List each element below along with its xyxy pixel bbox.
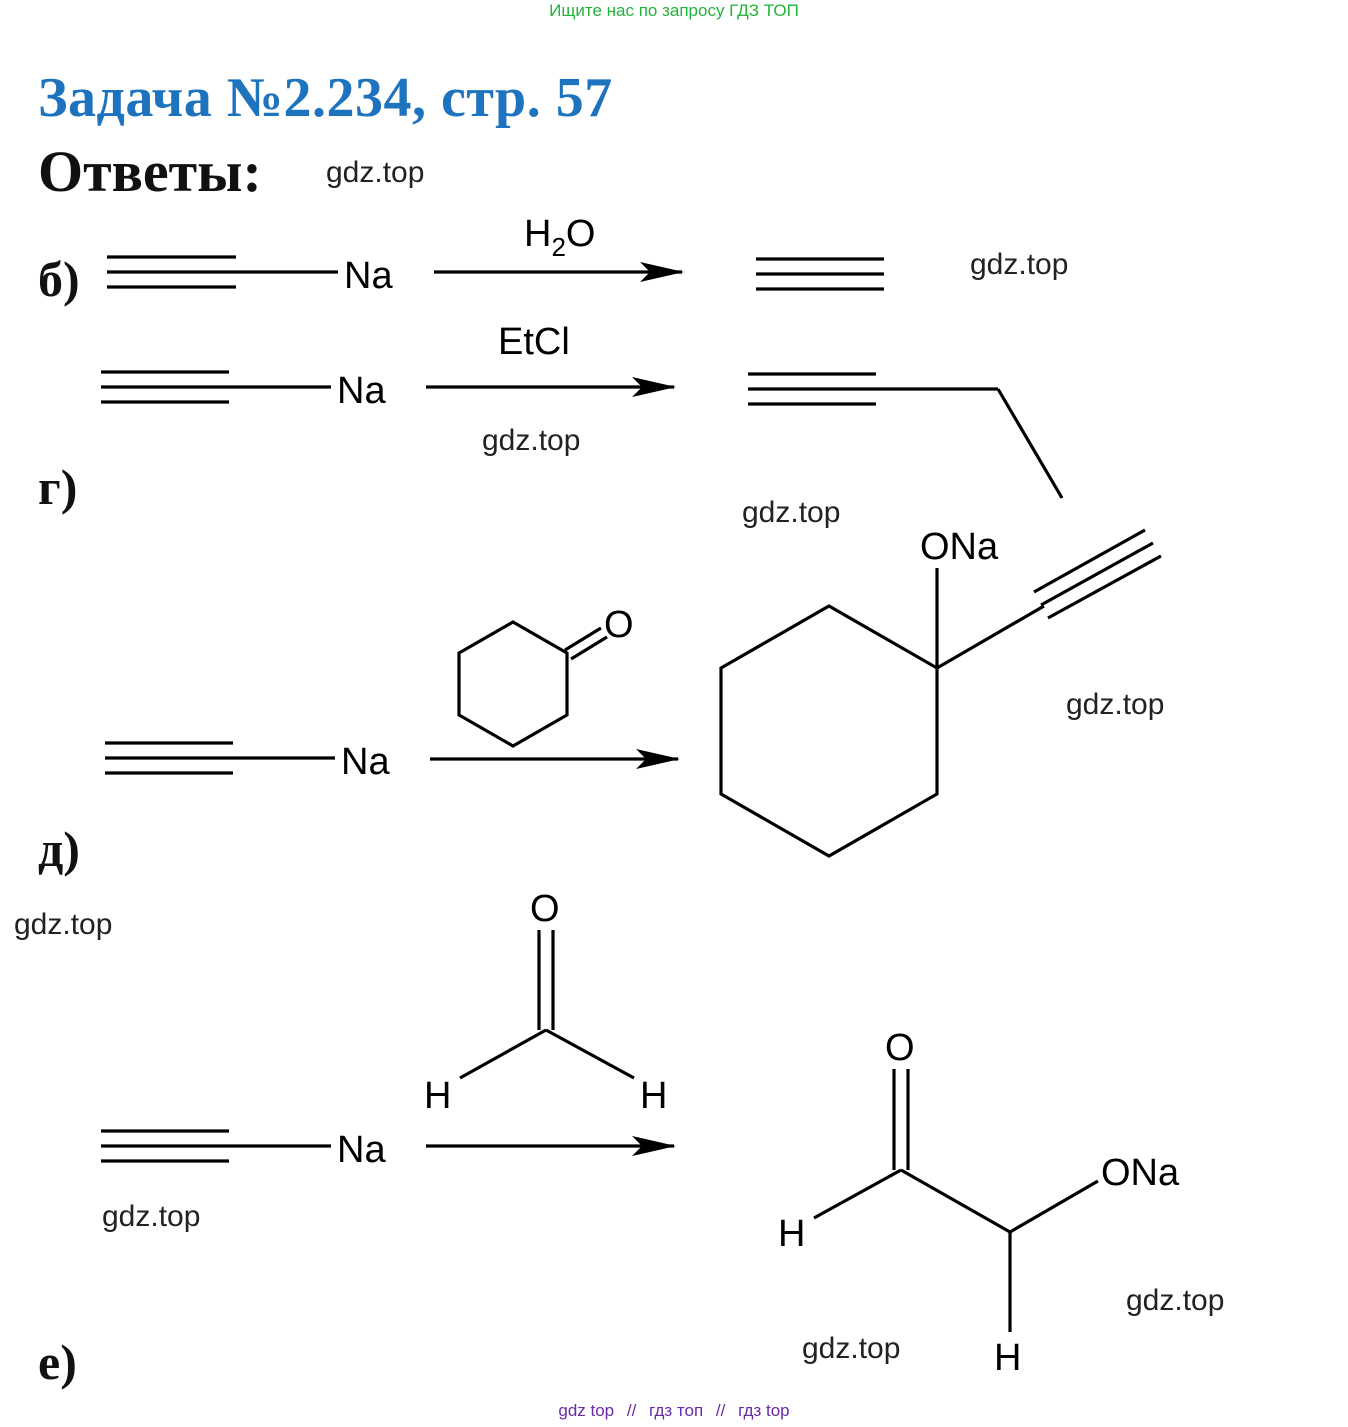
atom-label-o: O	[604, 604, 634, 646]
atom-label-o: O	[885, 1027, 915, 1069]
part-label-e: е)	[38, 1334, 77, 1390]
group-label-ona: ONa	[920, 526, 999, 568]
part-label-d: д)	[38, 821, 80, 877]
watermark: gdz.top	[742, 496, 841, 529]
footer-link[interactable]: гдз top	[738, 1401, 790, 1420]
page-title: Задача №2.234, стр. 57	[38, 67, 613, 129]
footer-links: gdz top // гдз топ // гдз top	[0, 1401, 1348, 1421]
footer-link[interactable]: гдз топ	[649, 1401, 704, 1420]
reagent-water: H2O	[524, 213, 595, 262]
arrow-head	[632, 377, 676, 397]
atom-label-h-right: H	[640, 1075, 667, 1117]
watermark: gdz.top	[14, 908, 113, 941]
atom-label-na: Na	[337, 370, 386, 412]
watermark: gdz.top	[802, 1332, 901, 1365]
watermark: gdz.top	[102, 1200, 201, 1233]
answers-label: Ответы:	[38, 139, 262, 204]
product-sodium-ethynylcyclohexanolate: ONa	[719, 526, 1162, 858]
product-1-butyne	[748, 372, 1064, 499]
group-label-ona: ONa	[1101, 1152, 1180, 1194]
sodium-acetylide-b: Na	[107, 255, 393, 297]
atom-label-h: H	[994, 1337, 1021, 1379]
footer-separator: //	[626, 1401, 637, 1420]
atom-label-h: H	[778, 1213, 805, 1255]
arrow-head	[636, 749, 680, 769]
footer-separator: //	[715, 1401, 726, 1420]
watermark: gdz.top	[482, 424, 581, 457]
sodium-acetylide-e: Na	[101, 1129, 386, 1171]
watermark: gdz.top	[970, 248, 1069, 281]
reagent-ethyl-chloride: EtCl	[498, 321, 570, 363]
sodium-acetylide-d: Na	[105, 741, 390, 783]
reaction-d: Na O ONa	[105, 526, 1162, 858]
watermark: gdz.top	[326, 156, 425, 189]
atom-label-na: Na	[337, 1129, 386, 1171]
part-label-g: г)	[38, 459, 78, 515]
product-sodium-alkoxide-aldehyde: O H ONa H	[778, 1027, 1180, 1379]
footer-link[interactable]: gdz top	[558, 1401, 615, 1420]
part-label-b: б)	[38, 251, 80, 307]
arrow-head	[632, 1136, 676, 1156]
atom-label-h-left: H	[424, 1075, 451, 1117]
product-acetylene	[756, 257, 884, 291]
reagent-formaldehyde: O H H	[424, 888, 667, 1117]
reagent-cyclohexanone: O	[457, 604, 634, 748]
search-banner: Ищите нас по запросу ГДЗ ТОП	[549, 1, 799, 20]
sodium-acetylide-g: Na	[101, 370, 386, 412]
reaction-g: Na EtCl	[101, 321, 1064, 499]
watermark: gdz.top	[1126, 1284, 1225, 1317]
arrow-head	[640, 262, 684, 282]
reaction-b: Na H2O	[107, 213, 884, 297]
reaction-e: Na O H H O H ONa H	[101, 888, 1180, 1379]
watermark: gdz.top	[1066, 688, 1165, 721]
atom-label-na: Na	[341, 741, 390, 783]
atom-label-na: Na	[344, 255, 393, 297]
atom-label-o: O	[530, 888, 560, 930]
